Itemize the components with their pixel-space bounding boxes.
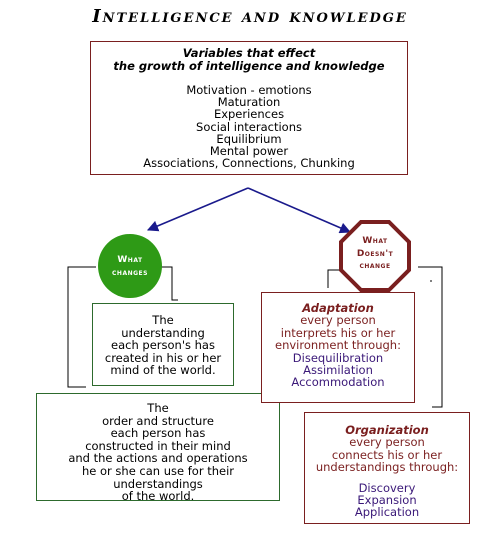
what-changes-circle xyxy=(98,234,162,298)
understanding-line: understanding xyxy=(121,325,205,340)
oct-line1: What xyxy=(362,236,388,246)
order-line: of the world. xyxy=(121,489,195,504)
arrow-left xyxy=(146,187,249,232)
what-doesnt-change-label: What Doesn't change xyxy=(342,235,408,273)
understanding-box: The understanding each person's has crea… xyxy=(92,303,234,386)
what-changes-line2: changes xyxy=(112,268,148,278)
adaptation-line: every person xyxy=(300,313,376,328)
order-line: he or she can use for their xyxy=(81,463,235,478)
understanding-line: each person's has xyxy=(111,338,215,353)
order-box: The order and structure each person has … xyxy=(36,393,280,504)
variable-item: Maturation xyxy=(217,95,281,110)
organization-line: every person xyxy=(349,435,425,450)
page-title: Intelligence and knowledge xyxy=(92,6,408,27)
arrow-right xyxy=(247,187,352,234)
order-line: and the actions and operations xyxy=(68,451,248,466)
understanding-line: The xyxy=(152,313,174,327)
variable-item: Equilibrium xyxy=(216,131,282,146)
adaptation-item: Disequilibration xyxy=(292,350,384,365)
variable-item: Associations, Connections, Chunking xyxy=(143,156,355,171)
oct-line2: Doesn't xyxy=(356,248,394,259)
variable-item: Motivation - emotions xyxy=(186,83,312,97)
organization-line: understandings through: xyxy=(315,460,459,475)
variables-heading-line1: Variables that effect xyxy=(182,46,316,60)
organization-item: Discovery xyxy=(358,480,416,495)
organization-box: Organization every person connects his o… xyxy=(304,412,470,524)
what-doesnt-change-octagon xyxy=(339,220,411,292)
order-line: order and structure xyxy=(102,413,214,428)
what-changes-line1: What xyxy=(117,255,143,265)
organization-item: Application xyxy=(354,505,420,520)
organization-item: Expansion xyxy=(357,493,417,508)
variable-item: Social interactions xyxy=(196,119,302,134)
what-changes-label: What changes xyxy=(101,254,159,280)
adaptation-line: interprets his or her xyxy=(280,325,396,340)
adaptation-box: Adaptation every person interprets his o… xyxy=(261,292,415,403)
understanding-line: created in his or her xyxy=(104,350,222,365)
right-connector xyxy=(327,269,342,288)
left-connector xyxy=(158,266,178,301)
organization-line: connects his or her xyxy=(331,447,443,462)
variables-heading-line2: the growth of intelligence and knowledge xyxy=(113,59,385,73)
adaptation-item: Accommodation xyxy=(291,375,385,390)
variables-box: Variables that effect the growth of inte… xyxy=(90,41,408,175)
organization-heading: Organization xyxy=(345,423,429,437)
variable-item: Experiences xyxy=(213,107,285,122)
order-line: The xyxy=(147,401,169,415)
right-bracket xyxy=(418,266,443,408)
adaptation-item: Assimilation xyxy=(303,363,373,378)
order-line: constructed in their mind xyxy=(85,438,231,453)
order-line: understandings xyxy=(113,476,203,491)
variable-item: Mental power xyxy=(209,144,289,159)
order-line: each person has xyxy=(110,426,206,441)
adaptation-heading: Adaptation xyxy=(302,301,374,315)
left-bracket xyxy=(67,266,96,388)
understanding-line: mind of the world. xyxy=(110,363,216,378)
oct-line3: change xyxy=(359,261,391,271)
adaptation-line: environment through: xyxy=(275,338,401,353)
